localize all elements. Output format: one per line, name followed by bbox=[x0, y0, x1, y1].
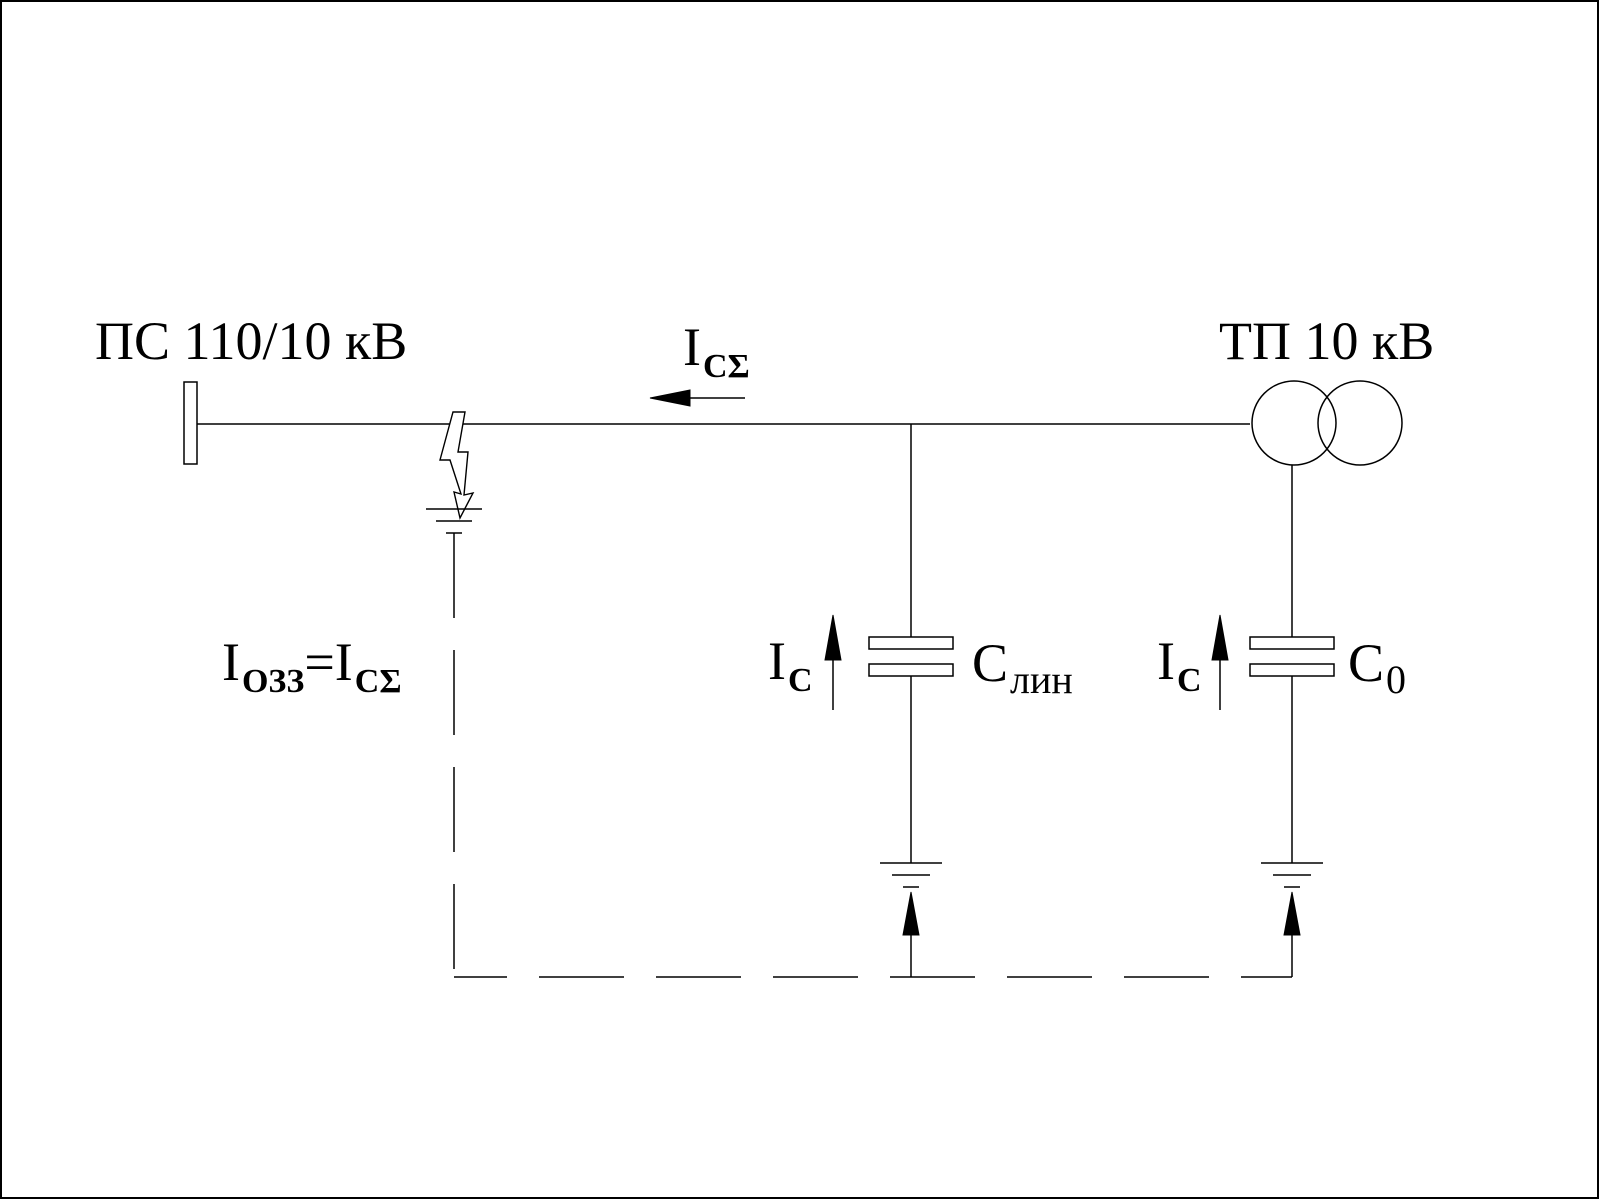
line-capacitance-symbol: C bbox=[972, 633, 1009, 693]
line-capacitance-subscript: лин bbox=[1010, 657, 1073, 702]
fault-current-symbol-2: I bbox=[334, 632, 353, 692]
transformer-winding-1 bbox=[1251, 380, 1337, 466]
tp-ground-symbol bbox=[1261, 862, 1323, 888]
total-current-symbol: I bbox=[683, 317, 701, 377]
fault-current-symbol: I bbox=[222, 632, 240, 692]
fault-current-subscript: ОЗЗ bbox=[241, 663, 305, 700]
line-ground-return-arrow bbox=[902, 891, 920, 977]
substation-label: ПС 110/10 кВ bbox=[95, 311, 408, 371]
total-current-subscript: CΣ bbox=[702, 348, 750, 385]
fault-current-subscript-2: CΣ bbox=[354, 663, 402, 700]
line-capacitive-current-arrow bbox=[824, 614, 842, 710]
line-capacitor-plate-top bbox=[868, 636, 954, 650]
fault-current-equals: = bbox=[304, 632, 335, 692]
tp-capacitance-subscript: 0 bbox=[1386, 657, 1407, 702]
fault-lightning-icon bbox=[439, 411, 475, 521]
tp-capacitive-current-arrow bbox=[1211, 614, 1229, 710]
substation-busbar bbox=[183, 381, 198, 465]
line-current-label: IC bbox=[768, 631, 813, 698]
line-ground-symbol bbox=[880, 862, 942, 888]
line-current-subscript: C bbox=[787, 662, 813, 699]
line-capacitance-label: Cлин bbox=[972, 633, 1073, 700]
total-current-arrow bbox=[649, 389, 745, 407]
tp-capacitance-symbol: C bbox=[1348, 633, 1385, 693]
tp-current-subscript: C bbox=[1176, 662, 1202, 699]
total-current-label: ICΣ bbox=[683, 317, 750, 384]
tp-capacitance-label: C0 bbox=[1348, 633, 1406, 700]
tp-label: ТП 10 кВ bbox=[1219, 311, 1435, 371]
tp-current-label: IC bbox=[1157, 631, 1202, 698]
transformer-winding-2 bbox=[1317, 380, 1403, 466]
tp-capacitor-plate-top bbox=[1249, 636, 1335, 650]
fault-ground-symbol bbox=[426, 508, 482, 534]
tp-capacitor-plate-bottom bbox=[1249, 663, 1335, 677]
line-capacitor-plate-bottom bbox=[868, 663, 954, 677]
tp-current-symbol: I bbox=[1157, 631, 1175, 691]
line-current-symbol: I bbox=[768, 631, 786, 691]
fault-current-label: IОЗЗ=ICΣ bbox=[222, 632, 402, 699]
tp-ground-return-arrow bbox=[1283, 891, 1301, 977]
